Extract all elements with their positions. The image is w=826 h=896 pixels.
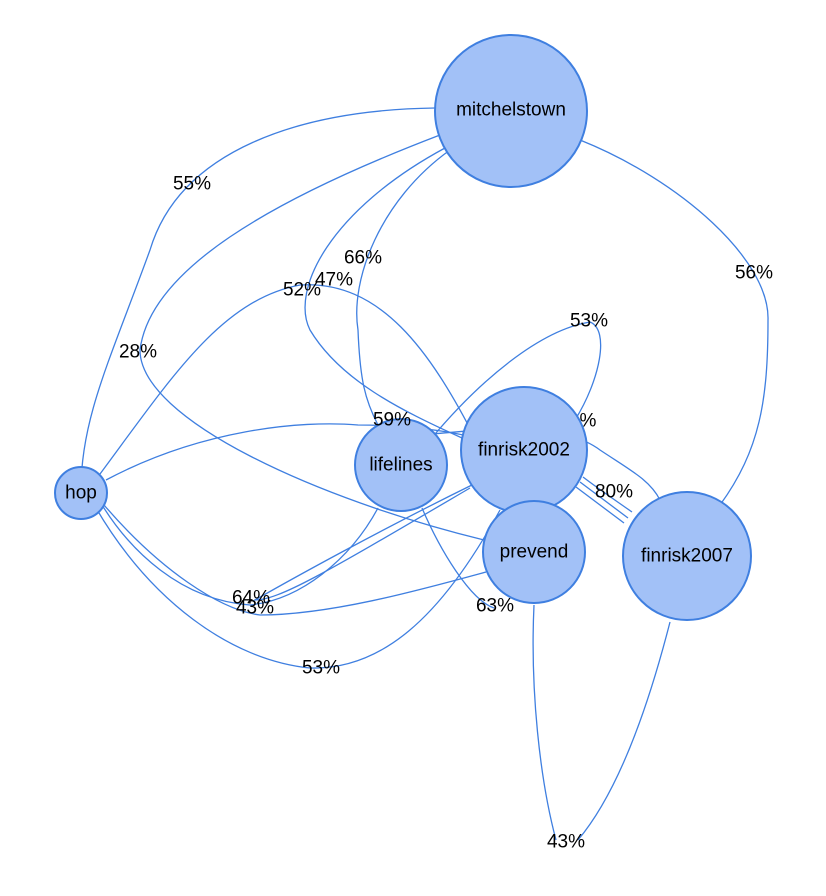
edge-label-finrisk2002-lifelines-hidden: % [580,411,597,432]
node-mitchelstown[interactable]: mitchelstown [434,34,588,188]
node-label-finrisk2007: finrisk2007 [641,546,733,567]
edge-mitchelstown-hop [80,107,436,494]
edge-prevend-43 [532,604,557,841]
edge-label-lifelines-prevend: 63% [476,596,514,617]
edge-label-prevend-finrisk2007: 43% [547,832,585,853]
node-finrisk2002[interactable]: finrisk2002 [460,386,588,514]
edge-label-lifelines-hop-lower: 43% [236,598,274,619]
edge-label-mitchelstown-prevend: 28% [119,342,157,363]
edge-label-hop-finrisk2002: 47% [315,270,353,291]
edge-label-finrisk2002-finrisk2007: 80% [595,482,633,503]
edge-mitchelstown-lifelines [356,149,451,426]
node-finrisk2007[interactable]: finrisk2007 [622,491,752,621]
node-lifelines[interactable]: lifelines [354,418,448,512]
edge-hop-lifelines [105,423,481,481]
edge-hop-prevend [103,504,487,616]
node-label-prevend: prevend [500,542,569,563]
edge-label-lifelines-finrisk2007: 53% [570,311,608,332]
edge-label-hop-finrisk2002-lower: 53% [302,658,340,679]
edge-finrisk2007-43 [577,621,671,841]
edge-finrisk2002-finrisk2007-c [575,486,625,524]
edge-finrisk2002-finrisk2007-b [579,481,629,519]
edge-mitchelstown-finrisk2007 [579,139,769,506]
edges [80,107,769,841]
node-label-mitchelstown: mitchelstown [456,100,566,121]
edge-label-hop-lifelines: 59% [373,410,411,431]
edge-label-hop-prevend: 64% [232,588,270,609]
node-prevend[interactable]: prevend [482,500,586,604]
nodes: mitchelstown hop lifelines finrisk2002 p… [54,34,752,621]
edge-hop-finrisk2002 [96,284,477,479]
edge-label-mitchelstown-hop: 55% [173,174,211,195]
edge-lifelines-prevend [421,507,495,609]
edge-lifelines-hop-lower [101,504,379,606]
edge-label-mitchelstown-finrisk2007: 56% [735,263,773,284]
edge-mitchelstown-prevend [139,134,485,541]
edge-label-mitchelstown-lifelines: 66% [344,248,382,269]
edge-lifelines-53-loop [429,321,602,441]
edge-labels: 55% 56% 28% 66% 52% 47% 53% 59% % 80% 63… [119,174,773,853]
edge-finrisk2002-hop-mid [252,481,479,601]
node-hop[interactable]: hop [54,466,108,520]
edge-hop-finrisk2002-lower [95,507,501,669]
edge-finrisk2002-finrisk2007-a [582,476,633,513]
node-label-lifelines: lifelines [369,455,432,476]
edge-mitchelstown-finrisk2002 [304,147,463,439]
node-label-finrisk2002: finrisk2002 [478,440,570,461]
node-label-hop: hop [65,483,97,504]
edge-label-mitchelstown-finrisk2002: 52% [283,280,321,301]
